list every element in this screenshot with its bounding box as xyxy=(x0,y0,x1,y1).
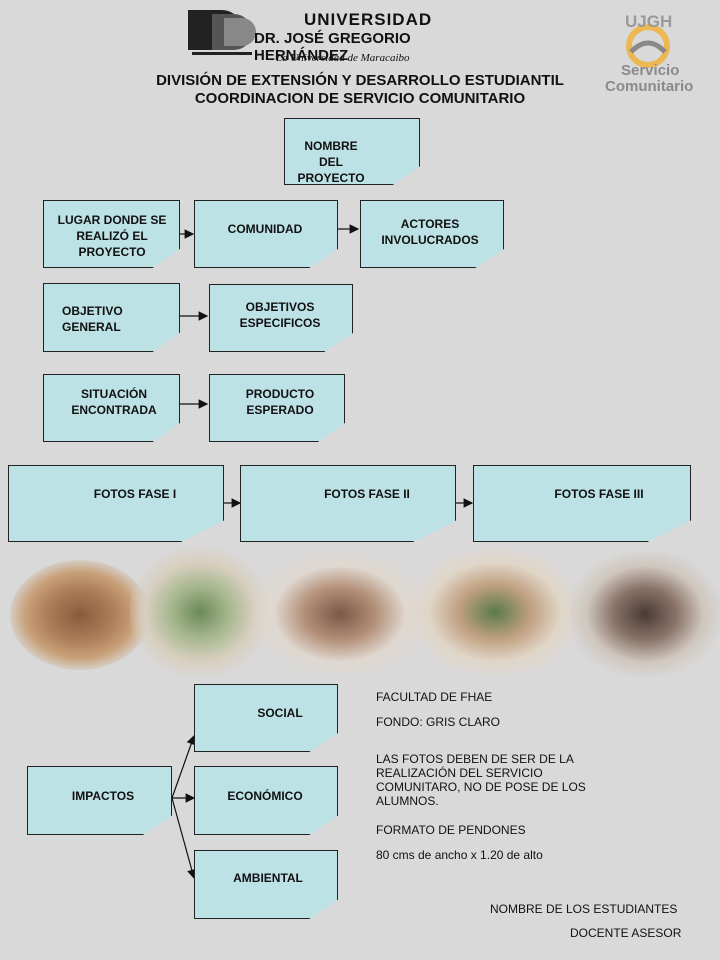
place-box xyxy=(43,200,180,268)
impacts-box xyxy=(27,766,172,835)
social-box xyxy=(194,684,338,752)
photo-strip xyxy=(10,548,720,680)
photos-phase1-box xyxy=(8,465,224,542)
economic-label: ECONÓMICO xyxy=(227,789,303,803)
size-note: 80 cms de ancho x 1.20 de alto xyxy=(376,848,543,862)
situation-box xyxy=(43,374,180,442)
format-note: FORMATO DE PENDONES xyxy=(376,823,526,837)
university-name-line1: UNIVERSIDAD xyxy=(304,10,433,29)
university-logo-mark xyxy=(188,10,256,55)
university-tagline: La Universidad de Maracaibo xyxy=(276,52,410,64)
product-label: PRODUCTO ESPERADO xyxy=(245,387,315,417)
photo-students-working xyxy=(130,548,270,676)
photos-phase1-label: FOTOS FASE I xyxy=(93,487,177,501)
coordination-heading: COORDINACION DE SERVICIO COMUNITARIO xyxy=(194,90,526,107)
general-objective-box xyxy=(43,283,180,352)
service-logo: UJGH Servicio Comunitario xyxy=(603,12,703,98)
community-label: COMUNIDAD xyxy=(227,222,303,236)
faculty-note: FACULTAD DE FHAE xyxy=(376,690,493,704)
product-box xyxy=(209,374,345,442)
photos-phase3-label: FOTOS FASE III xyxy=(554,487,644,501)
specific-objectives-box xyxy=(209,284,353,352)
university-name-line2: DR. JOSÉ GREGORIO HERNÁNDEZ xyxy=(254,30,411,64)
students-name-note: NOMBRE DE LOS ESTUDIANTES xyxy=(490,902,678,916)
arrow-impacts-social xyxy=(171,734,196,799)
specific-objectives-label: OBJETIVOS ESPECIFICOS xyxy=(239,300,321,330)
photo-electronics-workshop xyxy=(570,552,720,676)
economic-box xyxy=(194,766,338,835)
service-logo-line2: Comunitario xyxy=(605,78,694,95)
background-note: FONDO: GRIS CLARO xyxy=(376,715,501,729)
advisor-note: DOCENTE ASESOR xyxy=(570,926,682,940)
photos-rule-note: LAS FOTOS DEBEN DE SER DE LA REALIZACIÓN… xyxy=(376,752,586,808)
project-name-label: NOMBRE DEL PROYECTO xyxy=(297,139,365,185)
social-label: SOCIAL xyxy=(257,706,303,720)
community-box xyxy=(194,200,338,268)
environmental-label: AMBIENTAL xyxy=(233,871,303,885)
impacts-label: IMPACTOS xyxy=(71,789,135,803)
environmental-box xyxy=(194,850,338,919)
photos-phase2-box xyxy=(240,465,456,542)
photos-phase3-box xyxy=(473,465,691,542)
division-heading: DIVISIÓN DE EXTENSIÓN Y DESARROLLO ESTUD… xyxy=(156,72,564,89)
situation-label: SITUACIÓN ENCONTRADA xyxy=(71,387,157,417)
actors-box xyxy=(360,200,504,268)
photo-child-face xyxy=(10,560,150,670)
photos-phase2-label: FOTOS FASE II xyxy=(324,487,410,501)
place-label: LUGAR DONDE SE REALIZÓ EL PROYECTO xyxy=(57,213,167,259)
general-objective-label: OBJETIVO GENERAL xyxy=(62,304,123,334)
service-logo-top: UJGH xyxy=(625,12,673,31)
arrow-impacts-environmental xyxy=(171,797,197,880)
photo-teacher-activity xyxy=(410,548,580,676)
actors-label: ACTORES INVOLUCRADOS xyxy=(381,217,479,247)
university-logo: UNIVERSIDAD DR. JOSÉ GREGORIO HERNÁNDEZ … xyxy=(186,8,491,68)
photo-classroom-group xyxy=(255,552,425,676)
service-logo-line1: Servicio xyxy=(621,62,680,79)
project-name-box xyxy=(284,118,420,185)
service-logo-emblem xyxy=(626,24,670,68)
